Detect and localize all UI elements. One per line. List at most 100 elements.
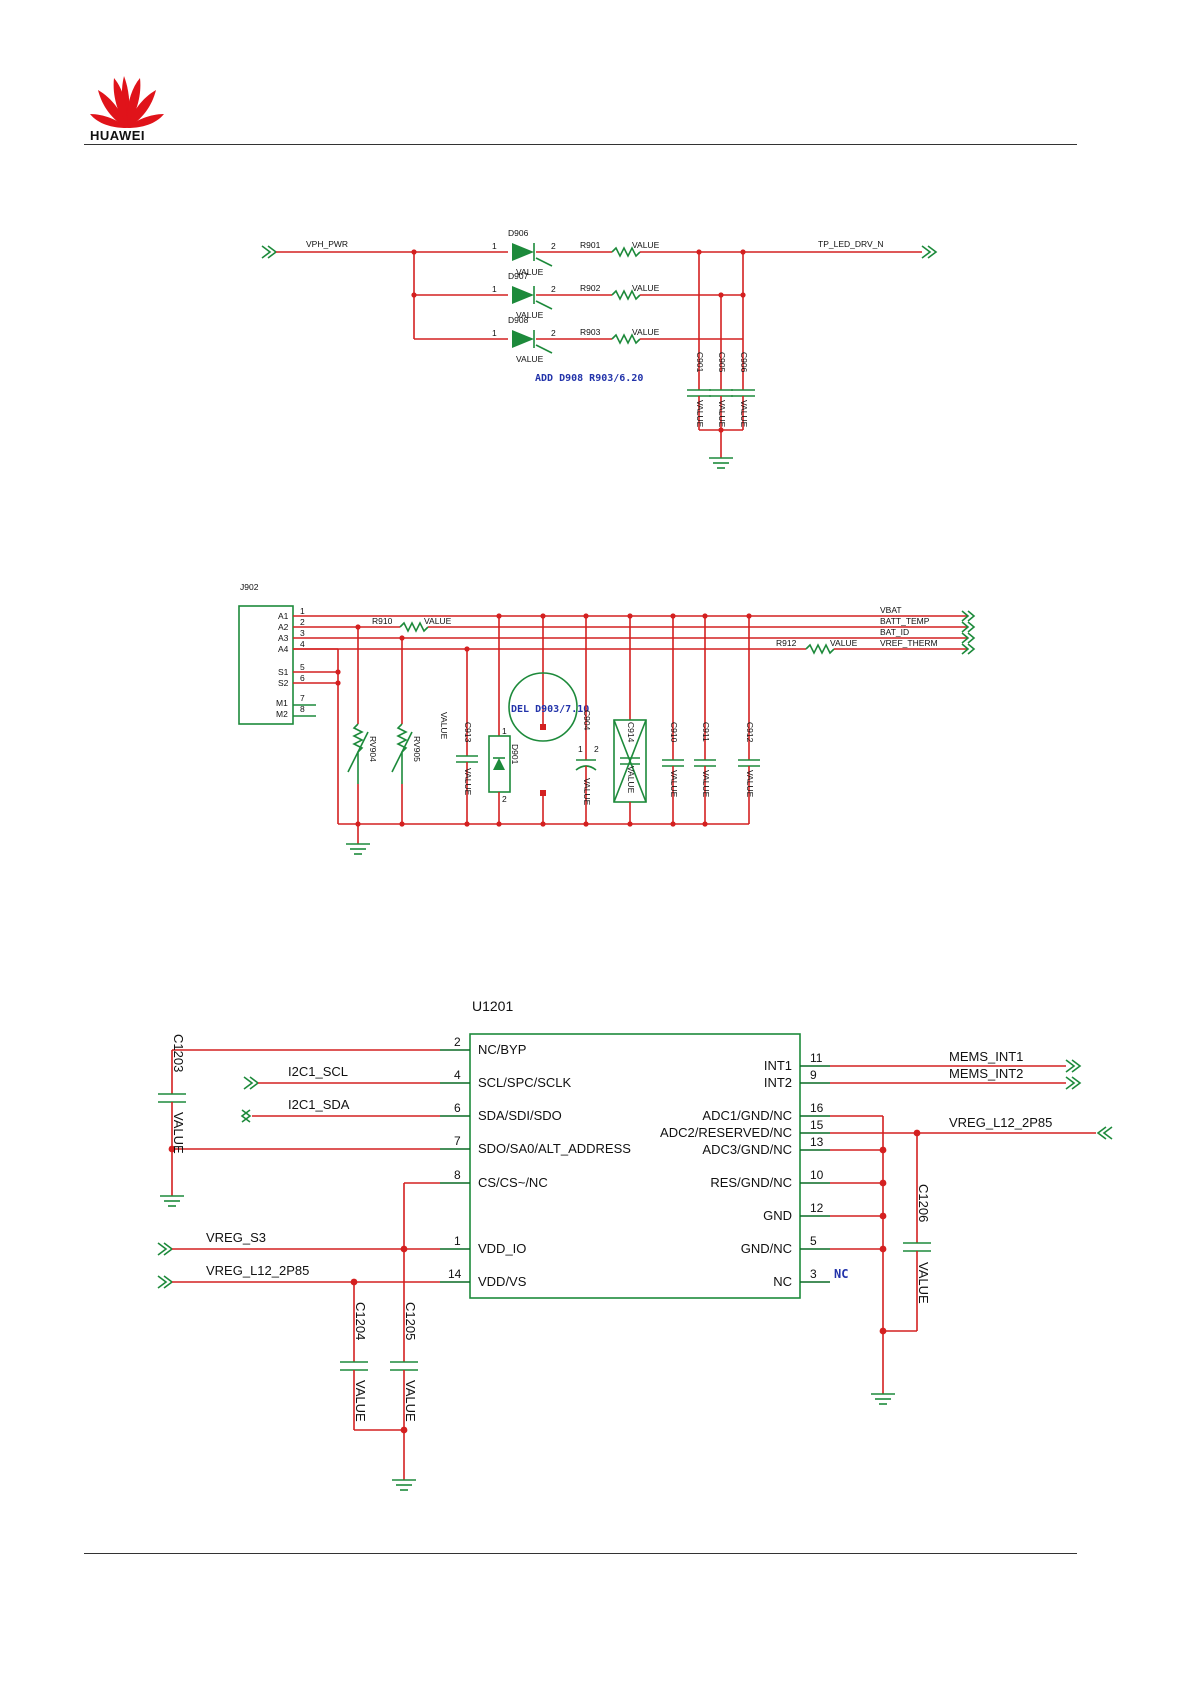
note-del-d903: DEL D903/7.10 — [511, 704, 589, 715]
ground-symbol-c1204-c1205 — [392, 1479, 416, 1491]
ref-rv904: RV904 — [368, 736, 378, 762]
capacitor-c910 — [662, 759, 684, 767]
value-r903: VALUE — [632, 327, 660, 337]
pin-num-16: 16 — [810, 1101, 824, 1115]
net-label-vref-therm: VREF_THERM — [880, 638, 938, 648]
pin-d901-1: 1 — [502, 726, 507, 736]
capacitor-c1205 — [390, 1361, 418, 1371]
pin-num-7: 7 — [300, 693, 305, 703]
value-c1204: VALUE — [353, 1380, 368, 1422]
pin-num-8: 8 — [300, 704, 305, 714]
value-c901: VALUE — [695, 400, 705, 428]
removed-component-d903-marker — [508, 672, 578, 742]
batt-temp-arrow — [961, 621, 976, 633]
capacitor-c1204 — [340, 1361, 368, 1371]
value-c910: VALUE — [669, 770, 679, 798]
net-label-mems-int2: MEMS_INT2 — [949, 1066, 1023, 1081]
pin-d908-2: 2 — [551, 328, 556, 338]
net-label-vbat: VBAT — [880, 605, 902, 615]
value-c1205: VALUE — [403, 1380, 418, 1422]
pin-name-vdd-io: VDD_IO — [478, 1241, 526, 1256]
pin-num-14: 14 — [448, 1267, 462, 1281]
ref-d908: D908 — [508, 315, 529, 325]
ref-r902: R902 — [580, 283, 601, 293]
ref-r901: R901 — [580, 240, 601, 250]
value-c906: VALUE — [739, 400, 749, 428]
ref-c1203: C1203 — [171, 1034, 186, 1072]
header-rule — [84, 144, 1077, 145]
ref-c911: C911 — [701, 722, 711, 742]
ground-symbol-s1 — [709, 457, 733, 469]
value-c912: VALUE — [745, 770, 755, 798]
pin-c904-2: 2 — [594, 744, 599, 754]
pin-num-6: 6 — [300, 673, 305, 683]
capacitor-c906 — [731, 389, 755, 397]
capacitor-c913 — [456, 755, 478, 763]
pin-d907-1: 1 — [492, 284, 497, 294]
pin-num-3: 3 — [300, 628, 305, 638]
pin-name-gnd-nc: GND/NC — [741, 1241, 792, 1256]
pin-d901-2: 2 — [502, 794, 507, 804]
pin-num-8: 8 — [454, 1168, 461, 1182]
pin-num-9: 9 — [810, 1068, 817, 1082]
pin-num-5: 5 — [810, 1234, 817, 1248]
mems-int1-output-arrow — [1065, 1059, 1082, 1073]
ref-r903: R903 — [580, 327, 601, 337]
ref-c913: C913 — [463, 722, 473, 743]
pin-num-1: 1 — [454, 1234, 461, 1248]
pin-m2: M2 — [276, 709, 288, 719]
value-c911: VALUE — [701, 770, 711, 798]
net-label-vreg-s3: VREG_S3 — [206, 1230, 266, 1245]
pin-name-sdo: SDO/SA0/ALT_ADDRESS — [478, 1141, 631, 1156]
value-r902: VALUE — [632, 283, 660, 293]
pin-num-3: 3 — [810, 1267, 817, 1281]
ref-c906: C906 — [739, 352, 749, 373]
value-d907: VALUE — [516, 310, 544, 320]
pin-a1: A1 — [278, 611, 289, 621]
footer-rule — [84, 1553, 1077, 1554]
pin-num-6: 6 — [454, 1101, 461, 1115]
pin-num-13: 13 — [810, 1135, 824, 1149]
bat-id-arrow — [961, 632, 976, 644]
ref-c901: C901 — [695, 352, 705, 373]
value-r910: VALUE — [424, 616, 452, 626]
value-c1203: VALUE — [171, 1112, 186, 1154]
capacitor-c912 — [738, 759, 760, 767]
value-r901: VALUE — [632, 240, 660, 250]
vref-therm-arrow — [961, 643, 976, 655]
net-label-i2c1-scl: I2C1_SCL — [288, 1064, 348, 1079]
ref-d906: D906 — [508, 228, 529, 238]
pin-m1: M1 — [276, 698, 288, 708]
value-d908: VALUE — [516, 354, 544, 364]
pin-num-5: 5 — [300, 662, 305, 672]
brand-name: HUAWEI — [90, 128, 145, 143]
net-label-batt-temp: BATT_TEMP — [880, 616, 930, 626]
pin-c904-1: 1 — [578, 744, 583, 754]
capacitor-c1203 — [158, 1093, 186, 1103]
pin-s1: S1 — [278, 667, 289, 677]
pin-s2: S2 — [278, 678, 289, 688]
net-label-vreg-l12-left: VREG_L12_2P85 — [206, 1263, 309, 1278]
ref-d907: D907 — [508, 271, 529, 281]
ref-c914: C914 — [626, 722, 636, 743]
connector-j902 — [238, 605, 294, 725]
net-label-mems-int1: MEMS_INT1 — [949, 1049, 1023, 1064]
value-c913: VALUE — [463, 768, 473, 796]
resistor-r912 — [805, 643, 835, 655]
value-r912: VALUE — [830, 638, 858, 648]
pin-name-scl: SCL/SPC/SCLK — [478, 1075, 572, 1090]
pin-name-int1: INT1 — [764, 1058, 792, 1073]
pin-num-12: 12 — [810, 1201, 824, 1215]
pin-num-2: 2 — [454, 1035, 461, 1049]
net-label-vph-pwr: VPH_PWR — [306, 239, 348, 249]
pin-a2: A2 — [278, 622, 289, 632]
pin-name-adc2: ADC2/RESERVED/NC — [660, 1125, 792, 1140]
capacitor-c911 — [694, 759, 716, 767]
net-label-bat-id: BAT_ID — [880, 627, 909, 637]
vbat-arrow — [961, 610, 976, 622]
diode-d908 — [512, 330, 553, 354]
vreg-l12-right-input-arrow — [1096, 1126, 1113, 1140]
thermistor-rv904 — [352, 723, 364, 784]
thermistor-rv905 — [396, 723, 408, 784]
